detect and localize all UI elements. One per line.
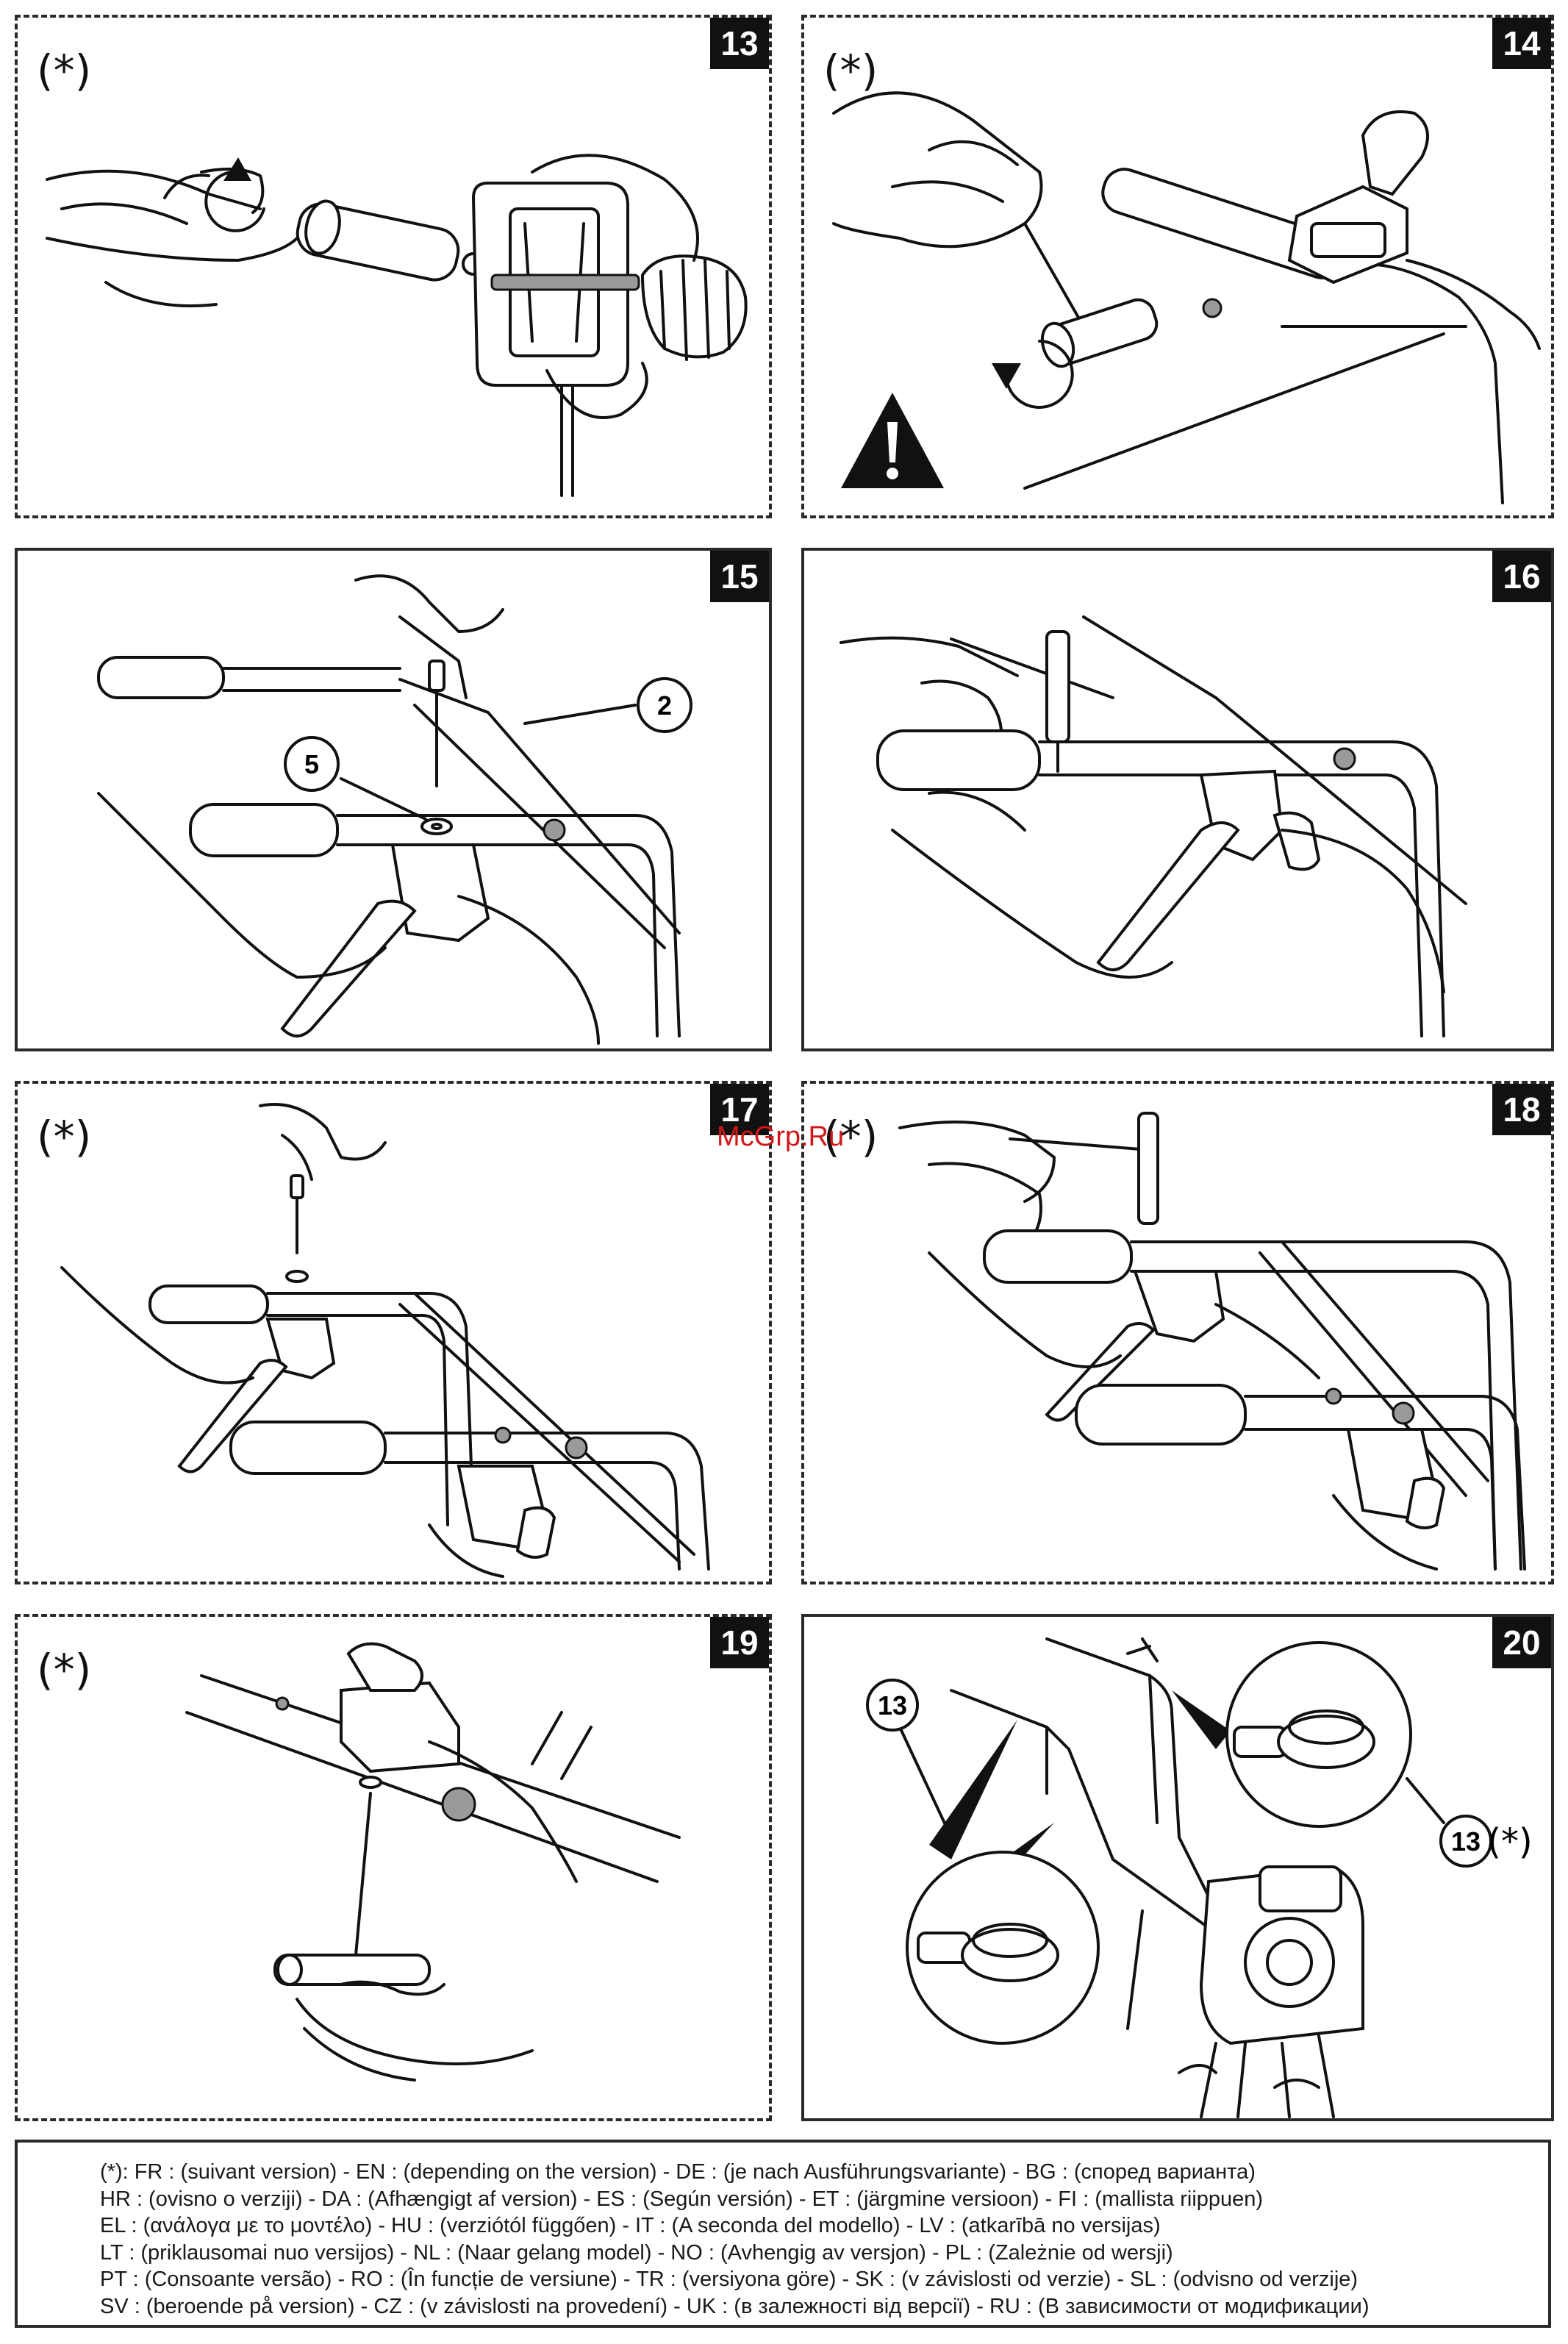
step-number-16: 16 <box>1492 551 1551 602</box>
step-number-13: 13 <box>710 18 769 69</box>
legend-line: HR : (ovisno o verziji) - DA : (Afhængig… <box>100 2187 1264 2211</box>
figure-panel-13: (*) 13 <box>15 15 772 518</box>
legend-line: LT : (priklausomai nuo versijos) - NL : … <box>100 2240 1173 2265</box>
illustration-17 <box>60 1103 710 1578</box>
version-dependent-marker: (*) <box>823 1112 878 1162</box>
step-number-18: 18 <box>1492 1084 1551 1135</box>
step-number-19: 19 <box>710 1617 769 1668</box>
callout-13-left: 13 <box>878 1690 907 1721</box>
version-dependent-marker: (*) <box>37 1112 92 1162</box>
figure-panel-18: (*) 18 <box>801 1081 1554 1584</box>
step-number-17: 17 <box>710 1084 769 1135</box>
illustration-16 <box>840 615 1467 1037</box>
version-legend: (*): FR : (suivant version) - EN : (depe… <box>15 2140 1551 2328</box>
version-dependent-marker: (*) <box>37 46 92 96</box>
callout-5: 5 <box>304 749 319 779</box>
figure-panel-15: 2 5 15 <box>15 548 772 1051</box>
figure-panel-17: (*) 17 <box>15 1081 772 1584</box>
legend-line: SV : (beroende på version) - CZ : (v záv… <box>100 2294 1370 2318</box>
step-number-15: 15 <box>710 551 769 602</box>
callout-13-right: 13 <box>1451 1826 1481 1857</box>
figure-panel-19: (*) 19 <box>15 1614 772 2121</box>
illustration-15: 2 5 <box>97 574 692 1045</box>
illustration-13 <box>46 154 748 497</box>
illustration-20: 13 (*) 13 <box>866 1637 1533 2118</box>
illustration-14 <box>832 91 1541 504</box>
legend-line: EL : (ανάλογα με το μοντέλο) - HU : (ver… <box>100 2214 1161 2237</box>
step-number-14: 14 <box>1492 18 1551 69</box>
legend-line: (*): FR : (suivant version) - EN : (depe… <box>100 2160 1256 2184</box>
figure-panel-16: 16 <box>801 548 1554 1051</box>
illustration-19 <box>185 1642 681 2082</box>
callout-version-marker: (*) <box>1487 1821 1532 1862</box>
version-dependent-marker: (*) <box>823 46 878 96</box>
step-number-20: 20 <box>1492 1617 1551 1668</box>
legend-line: PT : (Consoante versão) - RO : (În funcț… <box>100 2268 1358 2291</box>
watermark: McGrp.Ru <box>717 1121 845 1152</box>
figure-panel-20: 13 (*) 13 20 <box>801 1614 1554 2121</box>
version-dependent-marker: (*) <box>37 1645 92 1695</box>
callout-2: 2 <box>657 690 672 721</box>
figure-panel-14: (*) 14 <box>801 15 1554 518</box>
illustration-18 <box>898 1112 1526 1571</box>
